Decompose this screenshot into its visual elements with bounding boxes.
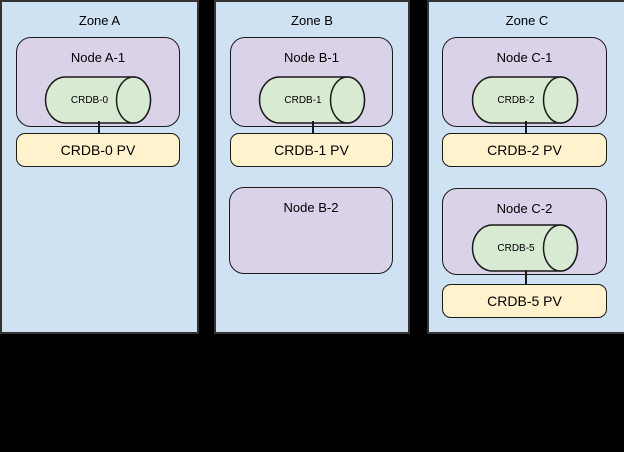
crdb-5-pv: CRDB-5 PV	[442, 284, 607, 318]
crdb-1-pv: CRDB-1 PV	[230, 133, 393, 167]
node-c-2: Node C-2 CRDB-5	[442, 188, 607, 275]
connector-crdb-2-to-pv	[525, 121, 527, 133]
crdb-2-pv-label: CRDB-2 PV	[487, 142, 562, 158]
zone-b-label: Zone B	[291, 13, 333, 28]
node-b-2-label: Node B-2	[283, 200, 339, 215]
connector-crdb-1-to-pv	[312, 121, 314, 133]
crdb-0-pod-label: CRDB-0	[70, 94, 109, 106]
crdb-5-pod-label: CRDB-5	[497, 242, 535, 254]
zone-a-label: Zone A	[78, 13, 121, 28]
node-b-2: Node B-2	[229, 187, 393, 274]
connector-crdb-0-to-pv	[98, 121, 100, 133]
crdb-0-pv: CRDB-0 PV	[16, 133, 180, 167]
node-b-1: Node B-1 CRDB-1	[230, 37, 393, 127]
node-b-1-label: Node B-1	[284, 50, 339, 65]
zone-a: Zone A Node A-1 CRDB-0 CRDB-0 PV	[0, 0, 199, 334]
database-cylinder-icon	[471, 76, 578, 124]
crdb-1-pod: CRDB-1	[258, 76, 365, 124]
crdb-2-pod: CRDB-2	[471, 76, 578, 124]
node-a-1-label: Node A-1	[70, 50, 126, 65]
database-cylinder-icon	[471, 224, 578, 272]
node-c-2-label: Node C-2	[496, 201, 553, 216]
crdb-2-pod-label: CRDB-2	[497, 94, 535, 106]
crdb-5-pv-label: CRDB-5 PV	[487, 293, 562, 309]
database-cylinder-icon	[44, 76, 152, 124]
crdb-0-pv-label: CRDB-0 PV	[60, 142, 136, 158]
node-c-1-label: Node C-1	[496, 50, 553, 65]
crdb-2-pv: CRDB-2 PV	[442, 133, 607, 167]
zone-b: Zone B Node B-1 CRDB-1 CRDB-1 PV Node B-…	[214, 0, 410, 334]
node-c-1: Node C-1 CRDB-2	[442, 37, 607, 127]
crdb-0-pod: CRDB-0	[44, 76, 152, 124]
crdb-1-pod-label: CRDB-1	[284, 94, 322, 106]
node-a-1: Node A-1 CRDB-0	[16, 37, 180, 127]
crdb-5-pod: CRDB-5	[471, 224, 578, 272]
crdb-1-pv-label: CRDB-1 PV	[274, 142, 349, 158]
connector-crdb-5-to-pv	[525, 270, 527, 284]
zone-c: Zone C Node C-1 CRDB-2 CRDB-2 PV Node C-…	[427, 0, 624, 334]
zone-c-label: Zone C	[505, 13, 549, 28]
database-cylinder-icon	[258, 76, 365, 124]
